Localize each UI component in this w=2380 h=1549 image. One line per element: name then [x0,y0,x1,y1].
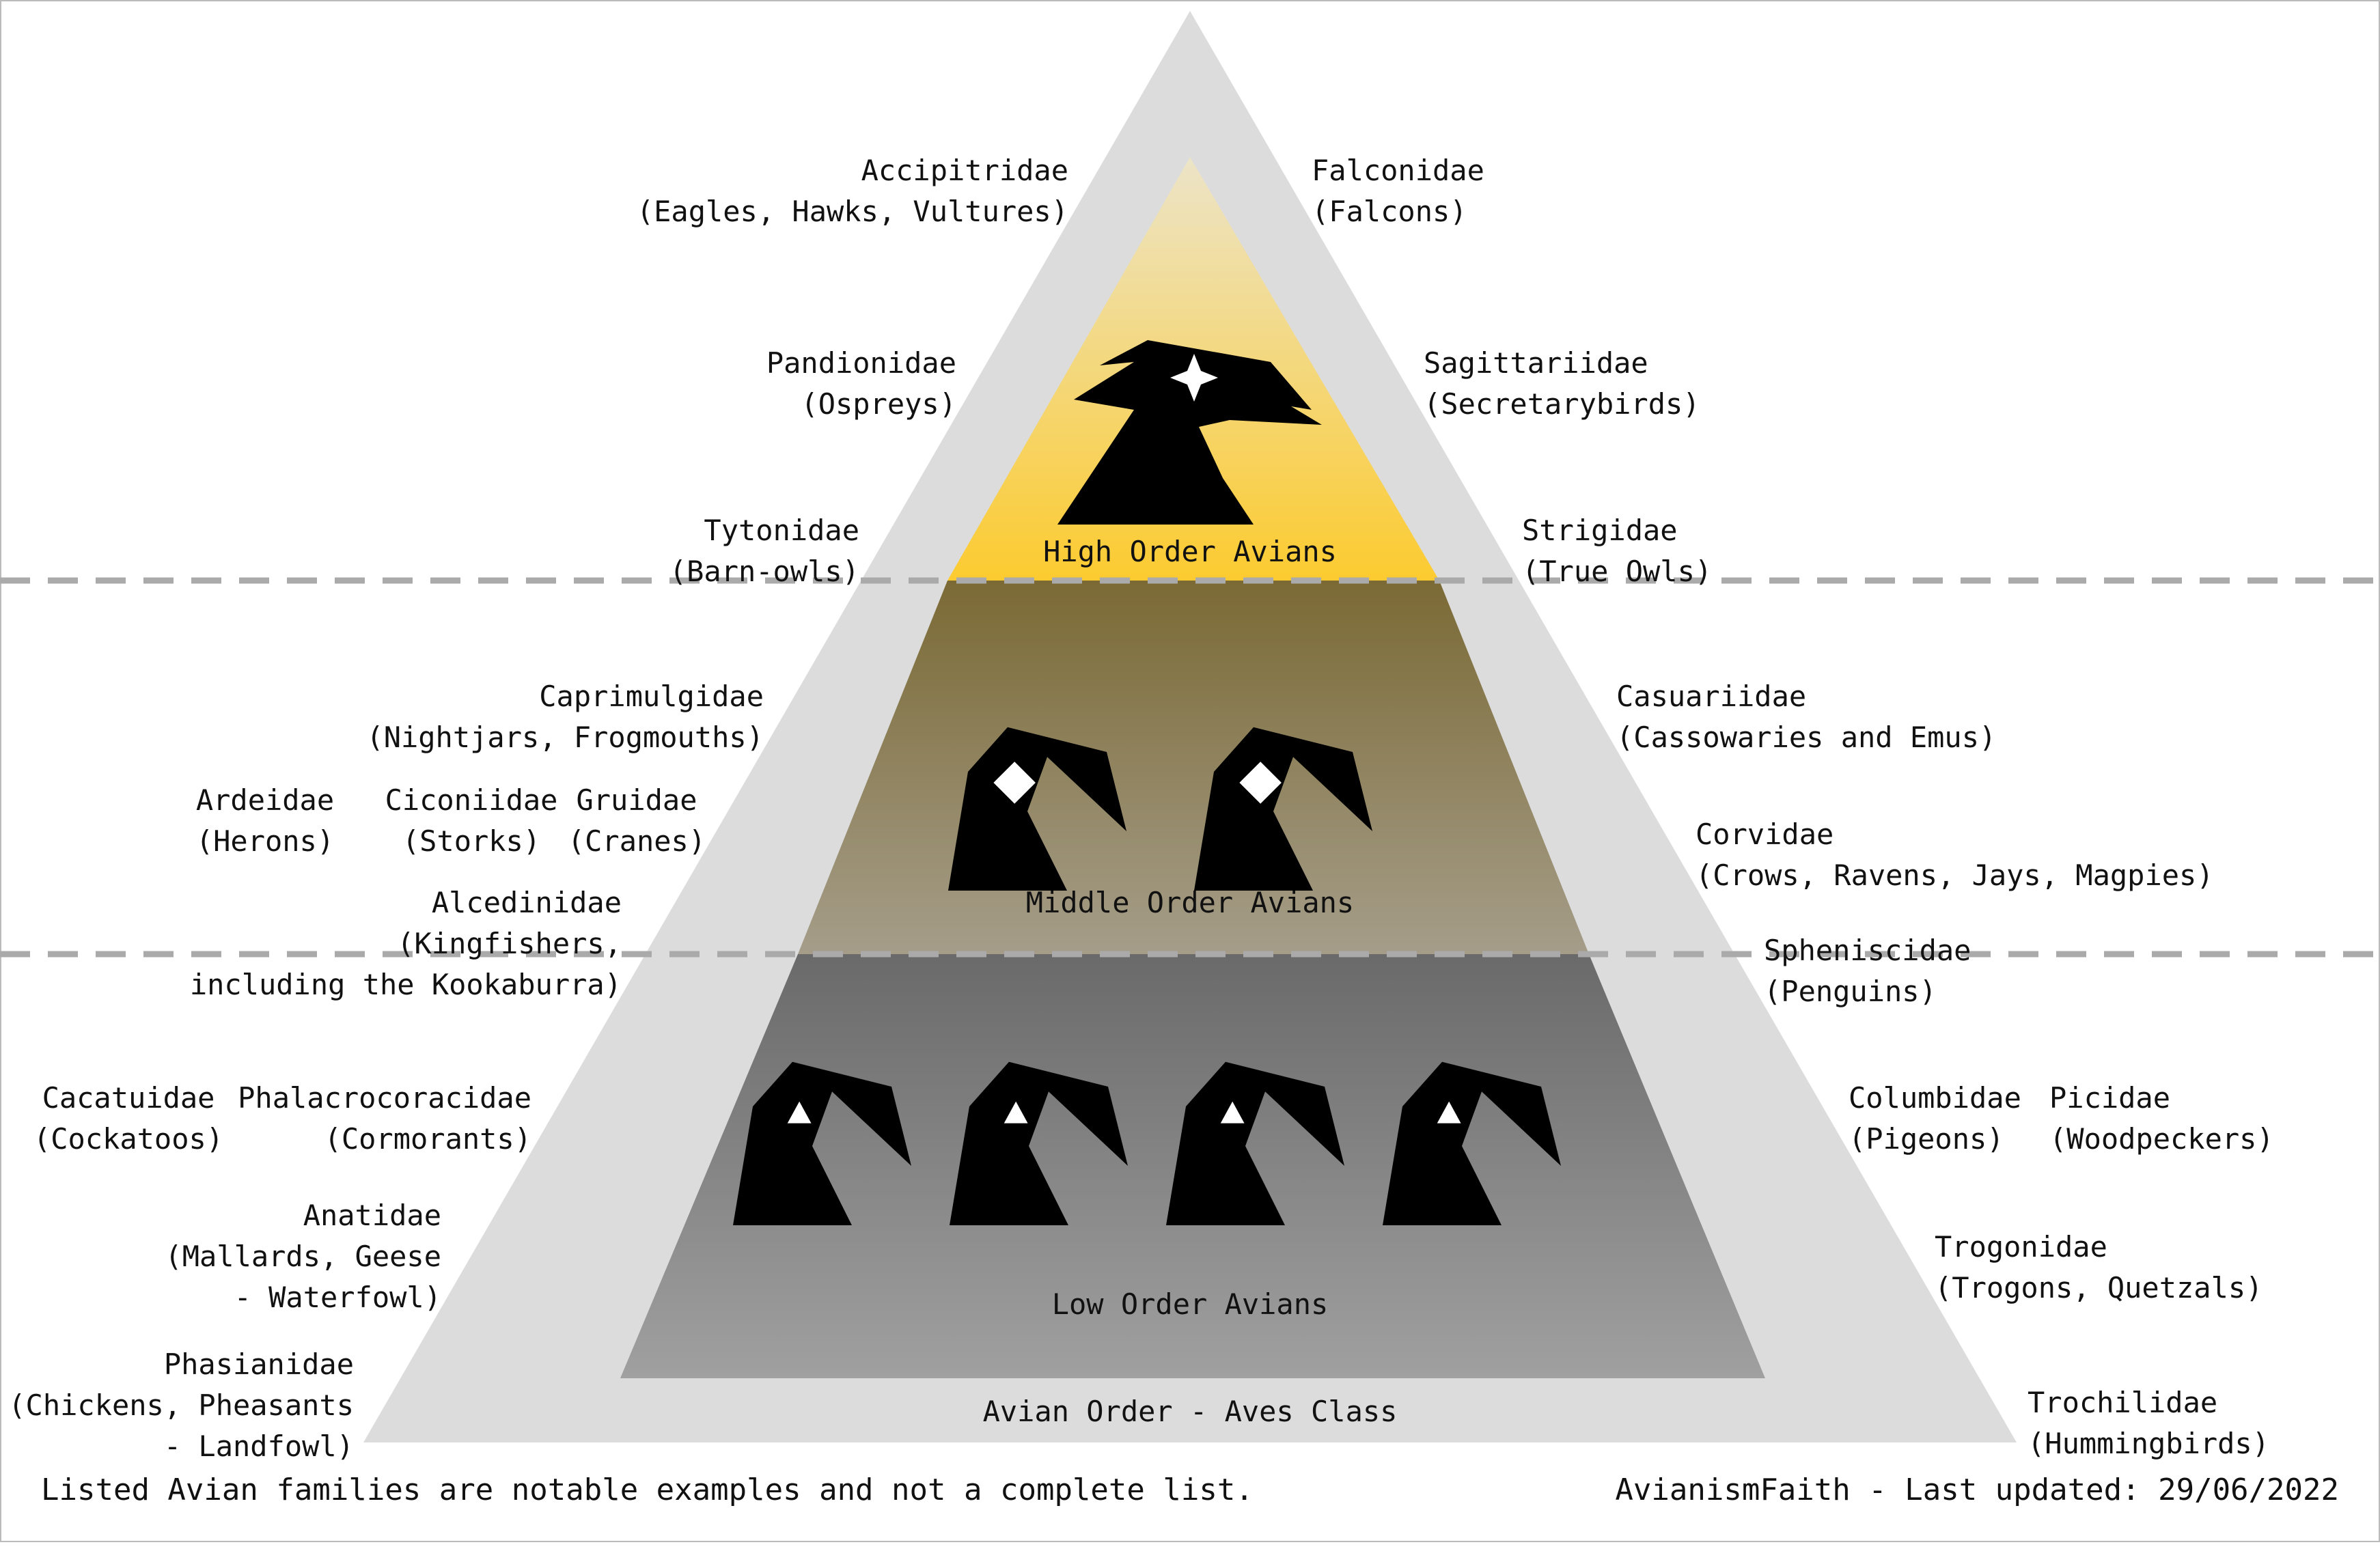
family-anatidae: Anatidae(Mallards, Geese- Waterfowl) [165,1199,441,1314]
family-gruidae: Gruidae(Cranes) [567,783,706,858]
four-point-star-icon [1170,354,1218,402]
family-strigidae: Strigidae(True Owls) [1522,514,1713,588]
family-accipitridae: Accipitridae(Eagles, Hawks, Vultures) [636,154,1068,228]
small-bird-head-icon [950,1061,1128,1225]
crested-bird-head-icon [1057,340,1322,525]
family-corvidae: Corvidae(Crows, Ravens, Jays, Magpies) [1696,818,2214,892]
family-picidae: Picidae(Woodpeckers) [2049,1081,2274,1156]
family-cacatuidae: Cacatuidae(Cockatoos) [33,1081,224,1156]
aves-class-label: Avian Order - Aves Class [982,1395,1398,1428]
family-ardeidae: Ardeidae(Herons) [195,783,335,858]
family-falconidae: Falconidae(Falcons) [1312,154,1484,228]
family-spheniscidae: Spheniscidae(Penguins) [1764,934,1971,1008]
footer-credit: AvianismFaith - Last updated: 29/06/2022 [1615,1473,2339,1507]
low-order-label: Low Order Avians [1051,1287,1329,1321]
family-tytonidae: Tytonidae(Barn-owls) [669,514,859,588]
bird-head-icon [1194,727,1372,891]
family-caprimulgidae: Caprimulgidae(Nightjars, Frogmouths) [366,680,764,754]
bird-head-icon [948,727,1126,891]
family-casuariidae: Casuariidae(Cassowaries and Emus) [1616,680,1997,754]
family-alcedinidae: Alcedinidae(Kingfishers,including the Ko… [189,886,622,1001]
footer-note: Listed Avian families are notable exampl… [41,1473,1254,1507]
middle-order-label: Middle Order Avians [1025,886,1355,919]
small-bird-head-icon [733,1061,911,1225]
small-bird-head-icon [1166,1061,1344,1225]
family-phalacrocoracidae: Phalacrocoracidae(Cormorants) [238,1081,531,1156]
family-pandionidae: Pandionidae(Ospreys) [766,346,956,421]
high-order-label: High Order Avians [1043,535,1337,568]
family-columbidae: Columbidae(Pigeons) [1849,1081,2021,1156]
family-ciconiidae: Ciconiidae(Storks) [385,783,558,858]
family-sagittariidae: Sagittariidae(Secretarybirds) [1424,346,1700,421]
family-trogonidae: Trogonidae(Trogons, Quetzals) [1935,1230,2263,1304]
family-trochilidae: Trochilidae(Hummingbirds) [2028,1386,2270,1460]
family-phasianidae: Phasianidae(Chickens, Pheasants- Landfow… [8,1348,354,1463]
small-bird-head-icon [1383,1061,1561,1225]
